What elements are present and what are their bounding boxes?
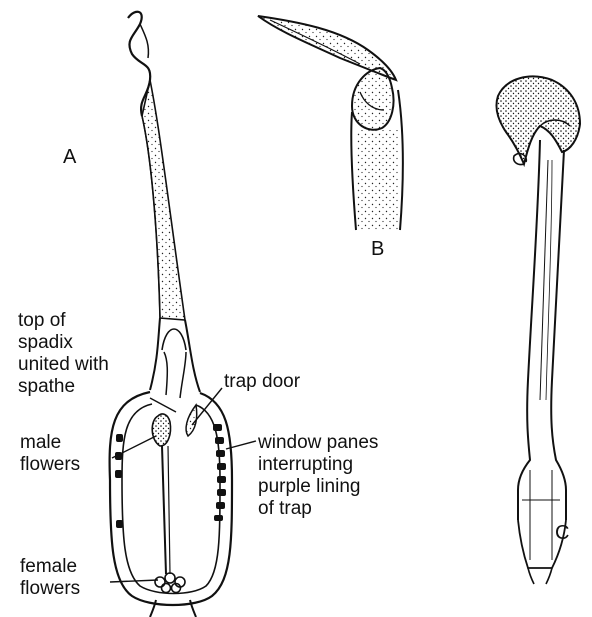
- label-line: female: [20, 556, 80, 578]
- panel-label-c: C: [555, 522, 569, 544]
- figure-b: [258, 16, 403, 230]
- label-line: united with: [18, 354, 109, 376]
- spadix: [152, 414, 185, 593]
- window-panes: [115, 424, 226, 528]
- label-line: flowers: [20, 454, 80, 476]
- male-flower-cluster: [152, 414, 170, 446]
- label-male-flowers: male flowers: [20, 432, 80, 476]
- label-female-flowers: female flowers: [20, 556, 80, 600]
- label-line: of trap: [258, 498, 378, 520]
- panel-label-b: B: [371, 238, 384, 260]
- label-line: interrupting: [258, 454, 378, 476]
- label-trap-door: trap door: [224, 371, 300, 393]
- label-line: purple lining: [258, 476, 378, 498]
- label-top-of-spadix: top of spadix united with spathe: [18, 310, 109, 398]
- spathe-tube-right: [185, 320, 200, 392]
- label-line: male: [20, 432, 80, 454]
- label-line: flowers: [20, 578, 80, 600]
- spadix-top-arch: [162, 329, 186, 350]
- label-line: spathe: [18, 376, 109, 398]
- spathe-tube-left: [150, 318, 160, 390]
- leader-female-flowers: [110, 580, 158, 582]
- figure-b-tube-left: [351, 112, 356, 230]
- figure-b-tube-fill: [356, 130, 400, 230]
- female-flower-cluster: [155, 573, 185, 593]
- label-line: spadix: [18, 332, 109, 354]
- figure-c-hood: [496, 77, 580, 164]
- label-window-panes: window panes interrupting purple lining …: [258, 432, 378, 520]
- figure-c-stalk-left: [518, 140, 540, 520]
- label-line: top of: [18, 310, 109, 332]
- label-line: window panes: [258, 432, 378, 454]
- figure-a-spathe: [110, 12, 232, 617]
- figure-c: [496, 77, 580, 584]
- spathe-blade: [142, 80, 185, 320]
- figure-b-hood: [352, 68, 394, 130]
- leader-top-of-spadix: [150, 398, 176, 412]
- figure-c-stalk-right: [551, 150, 566, 520]
- panel-label-a: A: [63, 146, 76, 168]
